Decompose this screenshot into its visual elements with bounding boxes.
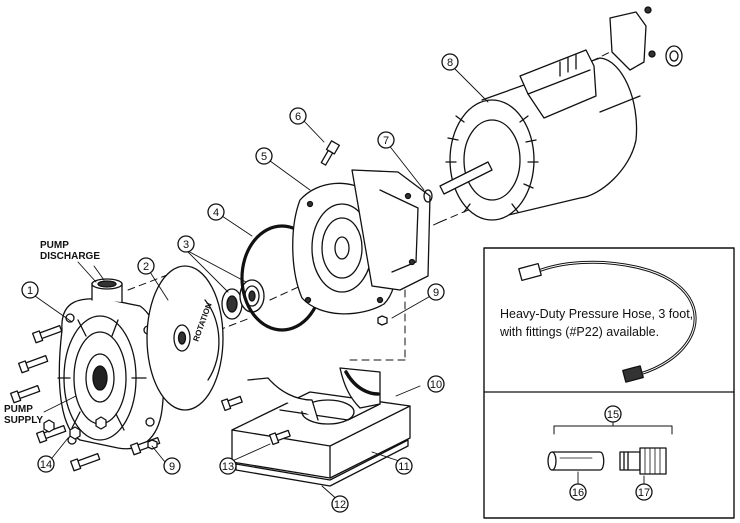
callout-12: 12 xyxy=(331,495,349,513)
svg-text:12: 12 xyxy=(334,499,346,511)
svg-text:3: 3 xyxy=(183,239,189,251)
impeller xyxy=(146,265,224,411)
svg-text:1: 1 xyxy=(27,285,33,297)
svg-text:15: 15 xyxy=(607,409,619,421)
leader-lines xyxy=(34,65,489,503)
motor-end-cover xyxy=(609,6,683,71)
callout-6: 6 xyxy=(289,107,307,125)
callout-9: 9 xyxy=(427,283,445,301)
svg-text:5: 5 xyxy=(261,151,267,163)
pump-discharge-label-line1: PUMP xyxy=(40,240,69,251)
cap-screw xyxy=(320,140,340,166)
callout-1: 1 xyxy=(21,281,39,299)
callout-9b: 9 xyxy=(163,457,181,475)
svg-text:2: 2 xyxy=(143,261,149,273)
callout-3: 3 xyxy=(177,235,195,253)
hose-caption-line1: Heavy-Duty Pressure Hose, 3 foot, xyxy=(500,307,693,321)
svg-text:8: 8 xyxy=(447,57,453,69)
callout-11: 11 xyxy=(395,457,413,475)
discharge-leader xyxy=(77,261,97,283)
callout-8: 8 xyxy=(441,53,459,71)
callout-10: 10 xyxy=(427,375,445,393)
hose-fitting xyxy=(619,447,667,475)
pump-volute-housing xyxy=(57,278,165,450)
callout-7: 7 xyxy=(377,131,395,149)
electric-motor xyxy=(439,49,641,221)
lock-nuts xyxy=(147,315,388,450)
svg-text:17: 17 xyxy=(638,487,650,499)
svg-text:14: 14 xyxy=(40,459,52,471)
pump-supply-label-line2: SUPPLY xyxy=(4,415,43,426)
callout-markers: 1 2 3 4 5 6 7 8 9 9 10 11 12 13 14 xyxy=(21,53,459,513)
callout-13: 13 xyxy=(219,457,237,475)
hex-nuts xyxy=(43,416,107,440)
svg-text:10: 10 xyxy=(430,379,442,391)
pressure-hose xyxy=(518,260,697,383)
callout-2: 2 xyxy=(137,257,155,275)
callout-5: 5 xyxy=(255,147,273,165)
callout-4: 4 xyxy=(207,203,225,221)
hose-caption-line2: with fittings (#P22) available. xyxy=(499,325,659,339)
pipe-section xyxy=(547,451,605,471)
motor-adapter-bracket xyxy=(351,169,431,291)
callout-15: 15 xyxy=(604,405,622,423)
accessory-inset: Heavy-Duty Pressure Hose, 3 foot, with f… xyxy=(483,247,735,519)
svg-text:9: 9 xyxy=(433,287,439,299)
svg-text:9: 9 xyxy=(169,461,175,473)
svg-text:6: 6 xyxy=(295,111,301,123)
callout-14: 14 xyxy=(37,455,55,473)
pump-discharge-label-line2: DISCHARGE xyxy=(40,251,100,262)
shaft-o-ring xyxy=(423,189,433,203)
svg-text:16: 16 xyxy=(572,487,584,499)
pump-supply-label-line1: PUMP xyxy=(4,404,33,415)
base-bolts xyxy=(220,395,291,446)
svg-text:13: 13 xyxy=(222,461,234,473)
callout-16: 16 xyxy=(569,483,587,501)
pump-base xyxy=(231,367,411,487)
callout-17: 17 xyxy=(635,483,653,501)
svg-text:4: 4 xyxy=(213,207,219,219)
svg-text:7: 7 xyxy=(383,135,389,147)
svg-text:11: 11 xyxy=(398,461,409,473)
